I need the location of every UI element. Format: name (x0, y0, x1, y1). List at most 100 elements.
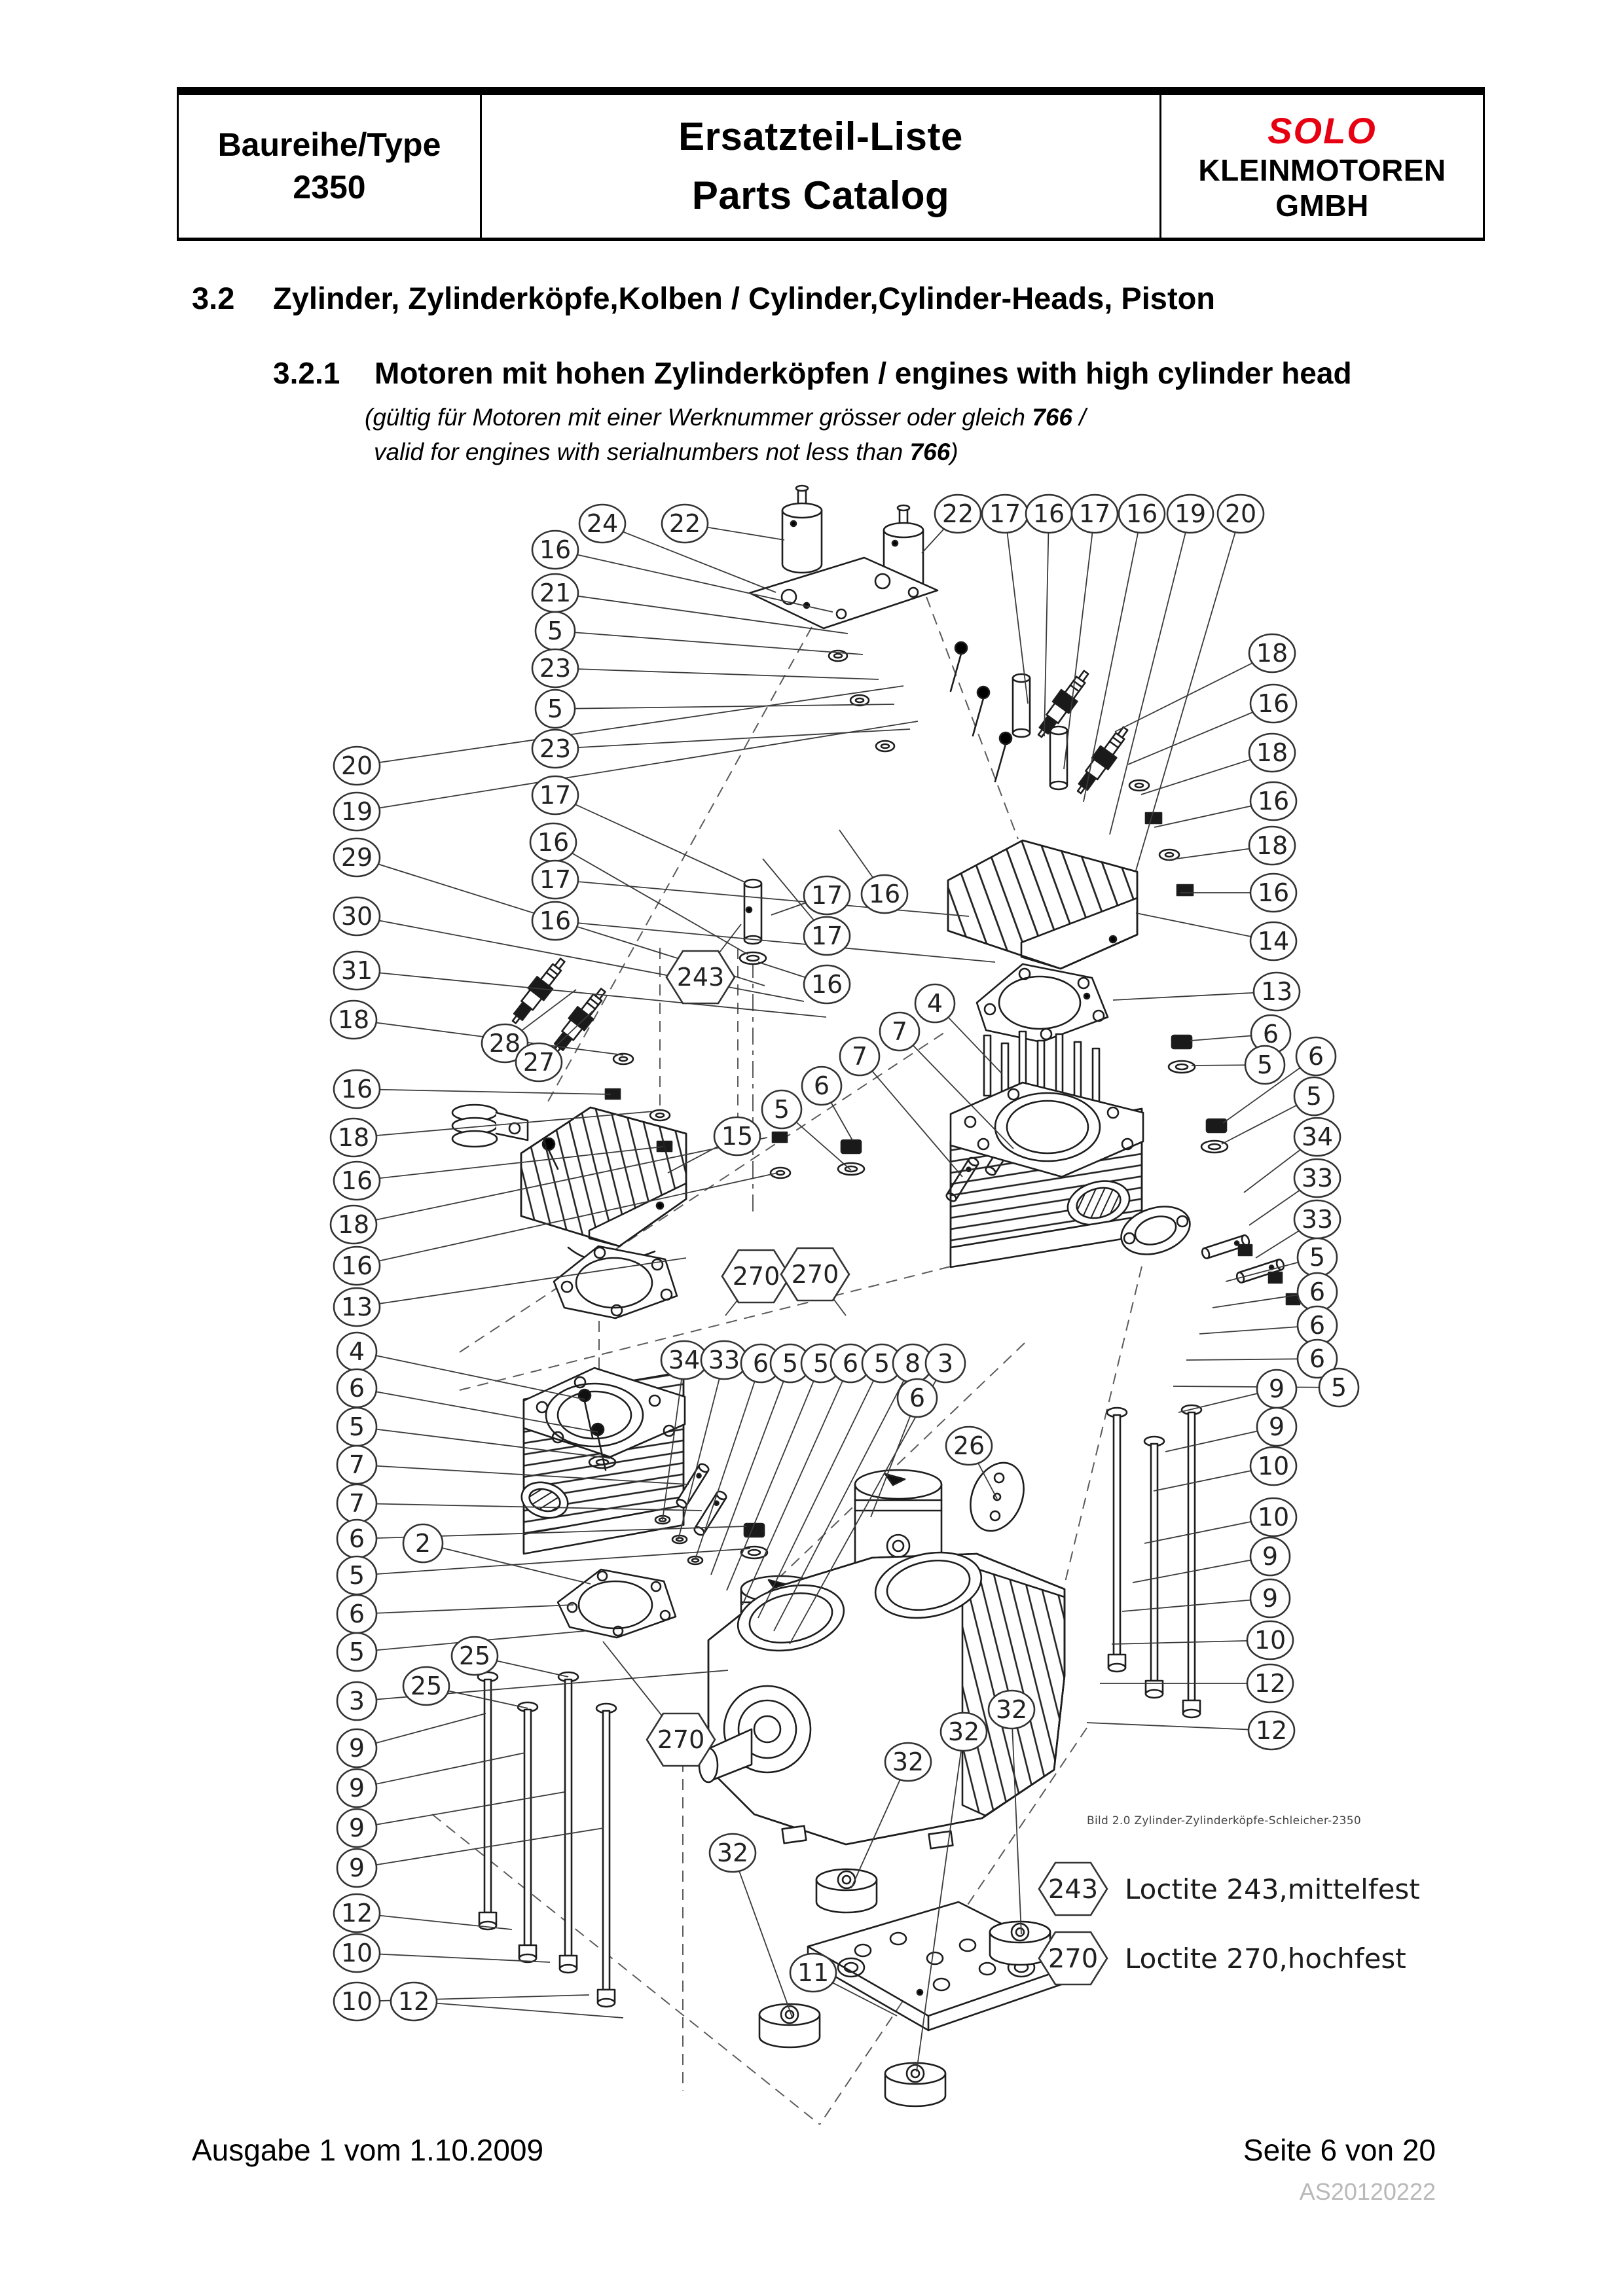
hex-callout-270: 270 (721, 1249, 792, 1304)
callout-leader (555, 920, 996, 963)
callout-balloon-9: 9 (336, 1768, 378, 1808)
callout-balloon-16: 16 (333, 1069, 381, 1109)
callout-leader (732, 1852, 793, 2018)
svg-text:5: 5 (1306, 1082, 1322, 1111)
svg-text:20: 20 (341, 751, 373, 780)
callout-leader (356, 916, 805, 1002)
callout-balloon-16: 16 (1249, 781, 1298, 821)
head-gasket-left (553, 1245, 678, 1319)
callout-balloon-10: 10 (1249, 1446, 1298, 1486)
callout-leader (555, 879, 970, 917)
callout-balloon-6: 6 (1296, 1272, 1338, 1312)
svg-text:17: 17 (1079, 499, 1110, 528)
svg-text:32: 32 (996, 1695, 1027, 1724)
callout-balloon-18: 18 (1248, 732, 1296, 773)
callout-balloon-22: 22 (661, 503, 709, 544)
callout-balloon-9: 9 (336, 1808, 378, 1848)
hex-callout-243: 243 (665, 950, 736, 1005)
callout-balloon-10: 10 (333, 1981, 381, 2022)
svg-text:19: 19 (341, 797, 373, 826)
svg-text:16: 16 (1258, 878, 1289, 907)
footer-edition: Ausgabe 1 vom 1.10.2009 (192, 2133, 544, 2167)
callout-leader (1083, 513, 1142, 802)
callout-balloon-5: 5 (800, 1343, 842, 1384)
svg-text:4: 4 (349, 1337, 365, 1366)
callout-balloon-10: 10 (1249, 1497, 1298, 1537)
subsection-title: Motoren mit hohen Zylinderköpfen / engin… (374, 356, 1352, 390)
callout-leader (850, 1761, 909, 1889)
callout-balloon-16: 16 (529, 822, 577, 863)
svg-text:6: 6 (1309, 1311, 1325, 1340)
svg-text:20: 20 (1225, 499, 1256, 528)
callout-leader (1109, 513, 1191, 835)
legend-label-243: Loctite 243,mittelfest (1125, 1873, 1420, 1905)
callout-balloon-16: 16 (531, 529, 579, 570)
rubber-damper (781, 484, 823, 574)
callout-balloon-7: 7 (839, 1036, 881, 1077)
callout-leader (678, 1359, 725, 1540)
svg-text:270: 270 (792, 1260, 839, 1289)
callout-balloon-17: 17 (803, 875, 851, 916)
cylinder-head-right (947, 839, 1139, 970)
callout-leader (662, 1359, 685, 1520)
section-number: 3.2 (192, 281, 235, 315)
svg-text:33: 33 (1302, 1164, 1333, 1193)
callout-leader (356, 1827, 604, 1869)
callout-balloon-18: 18 (329, 1117, 378, 1158)
svg-text:9: 9 (349, 1774, 365, 1803)
callout-leader (1122, 1598, 1271, 1612)
callout-leader (870, 1397, 918, 1518)
callout-balloon-7: 7 (336, 1483, 378, 1524)
validity-note-line2: valid for engines with serialnumbers not… (374, 438, 958, 465)
callout-balloon-16: 16 (333, 1160, 381, 1201)
callout-leader (742, 1363, 851, 1605)
callout-balloon-18: 18 (329, 999, 378, 1040)
crankcase (698, 1551, 1066, 1850)
cylinder-right (949, 1081, 1144, 1268)
tiny-washers-mid (654, 1515, 704, 1566)
callout-leader (726, 1363, 822, 1591)
svg-text:5: 5 (782, 1349, 798, 1378)
callout-leader (916, 1731, 964, 2072)
callout-leader (353, 1137, 768, 1225)
svg-text:6: 6 (1308, 1042, 1324, 1071)
callout-balloon-6: 6 (740, 1343, 782, 1384)
callout-balloon-17: 17 (531, 859, 579, 900)
svg-text:9: 9 (349, 1854, 365, 1882)
callout-balloon-32: 32 (987, 1689, 1036, 1730)
series-type-value: 2350 (293, 169, 366, 206)
callout-leader (1111, 1640, 1271, 1645)
callout-balloon-10: 10 (1246, 1620, 1294, 1660)
callout-leader (356, 1548, 751, 1576)
callout-balloon-18: 18 (1248, 825, 1296, 866)
callout-balloon-34: 34 (1293, 1117, 1341, 1157)
callout-balloon-14: 14 (1249, 921, 1298, 961)
svg-text:19: 19 (1175, 499, 1206, 528)
subsection-number: 3.2.1 (273, 356, 340, 390)
callout-balloon-20: 20 (1216, 493, 1265, 534)
section-heading: 3.2 Zylinder, Zylinderköpfe,Kolben / Cyli… (192, 280, 1215, 316)
svg-text:8: 8 (905, 1349, 921, 1378)
svg-text:16: 16 (1258, 787, 1289, 816)
callout-balloon-24: 24 (578, 503, 627, 544)
svg-text:10: 10 (1254, 1626, 1286, 1655)
callout-balloon-3: 3 (924, 1343, 966, 1384)
callout-balloon-9: 9 (1256, 1407, 1298, 1447)
svg-text:270: 270 (1048, 1944, 1098, 1974)
legend-row-243: 243 Loctite 243,mittelfest (1037, 1859, 1420, 1919)
callout-leader (555, 728, 911, 749)
callout-balloon-12: 12 (1246, 1663, 1294, 1704)
svg-text:7: 7 (892, 1017, 907, 1046)
svg-text:5: 5 (349, 1412, 365, 1441)
callout-leader (356, 1464, 689, 1485)
svg-text:243: 243 (677, 963, 725, 992)
callout-balloon-34: 34 (660, 1340, 708, 1380)
callout-balloon-17: 17 (1070, 493, 1119, 534)
callout-balloon-5: 5 (761, 1089, 803, 1130)
callout-balloon-5: 5 (336, 1632, 378, 1672)
callout-leader (356, 1912, 513, 1930)
hex-callout-270: 270 (646, 1712, 716, 1767)
callout-leader (356, 1426, 611, 1459)
svg-text:31: 31 (341, 956, 373, 985)
section-title: Zylinder, Zylinderköpfe,Kolben / Cylinde… (273, 281, 1216, 315)
